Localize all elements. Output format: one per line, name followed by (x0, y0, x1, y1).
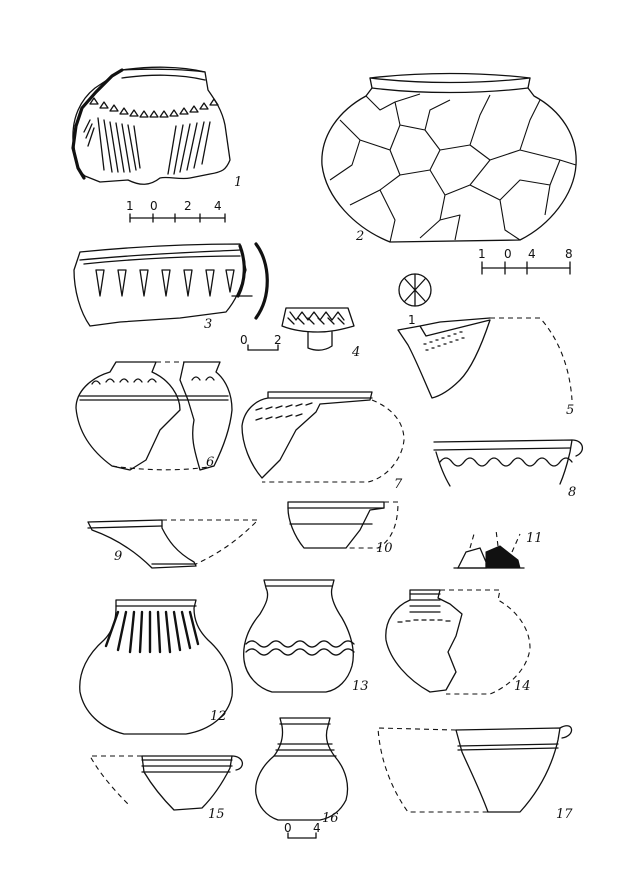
figure-label-7: 7 (394, 477, 403, 492)
vessel-1-fragment: 1 (71, 66, 242, 190)
scale-bar-2: 1 0 4 8 (478, 247, 573, 275)
scale-bar-4: 0 4 (284, 821, 321, 839)
scale-tick-label: 2 (274, 333, 282, 347)
wavy-line-lower (245, 648, 355, 656)
figure-label-9: 9 (114, 549, 122, 564)
dot-band (255, 402, 313, 421)
herringbone-decoration (287, 311, 345, 325)
figure-label-6: 6 (206, 455, 214, 470)
figure-label-10: 10 (376, 541, 393, 556)
vessel-12-pot: 12 (79, 599, 233, 735)
vessel-11-stand: 11 (453, 529, 543, 569)
dot-row (397, 619, 451, 623)
vessel-9-bowl: 9 (87, 519, 260, 569)
vessel-8-fragment: 8 (433, 439, 583, 500)
figure-label-15: 15 (208, 807, 225, 822)
wavy-line-upper (245, 640, 355, 648)
scale-tick-label: 0 (284, 821, 292, 835)
scale-tick-label: 2 (184, 199, 192, 213)
figure-label-17: 17 (556, 807, 573, 822)
scale-tick-label: 0 (150, 199, 158, 213)
scale-tick-label: 0 (504, 247, 512, 261)
scale-tick-label: 8 (565, 247, 573, 261)
detail-label: 1 (408, 313, 416, 327)
arc-impressions (91, 376, 215, 385)
vessel-2-pot: 2 (321, 72, 577, 244)
scale-tick-label: 1 (478, 247, 486, 261)
figure-label-4: 4 (351, 345, 360, 360)
scale-tick-label: 4 (313, 821, 321, 835)
vessel-15-fragment: 15 (89, 755, 243, 822)
scale-bar-1: 1 0 2 4 (126, 199, 226, 223)
vessel-14-pot: 14 (385, 589, 531, 695)
sherd-crack-lines (329, 93, 577, 243)
vessel-10-bowl: 10 (287, 501, 399, 556)
vessel-6-pot: 6 (75, 361, 233, 471)
triangle-decoration (89, 97, 219, 118)
figure-label-8: 8 (568, 485, 576, 500)
drop-shaped-impressions (95, 269, 235, 297)
figure-label-11: 11 (526, 531, 543, 546)
vessel-5-fragment: 1 5 (397, 273, 574, 418)
vessel-3-fragment: 3 (73, 242, 269, 332)
vessel-4-lid: 4 (281, 307, 360, 360)
vessel-17-fragment: 17 (377, 725, 573, 822)
figure-label-1: 1 (234, 175, 242, 190)
figure-label-16: 16 (322, 811, 339, 826)
vessel-13-jar: 13 (243, 579, 369, 694)
incised-line-group-right (167, 121, 211, 175)
scale-tick-label: 0 (240, 333, 248, 347)
scale-tick-label: 4 (214, 199, 222, 213)
incised-line-group-left (83, 117, 141, 173)
scale-bar-3: 0 2 (240, 333, 282, 351)
radial-groove-decoration (104, 610, 200, 654)
figure-label-13: 13 (352, 679, 369, 694)
wavy-line-decoration (439, 457, 573, 467)
scale-tick-label: 1 (126, 199, 134, 213)
figure-label-14: 14 (514, 679, 531, 694)
figure-label-5: 5 (566, 403, 574, 418)
figure-label-2: 2 (355, 229, 364, 244)
vessel-16-jar: 16 (255, 717, 349, 826)
figure-label-12: 12 (210, 709, 227, 724)
figure-label-3: 3 (204, 317, 212, 332)
scale-tick-label: 4 (528, 247, 536, 261)
stippled-band (423, 331, 465, 351)
vessel-7-pot: 7 (241, 391, 405, 492)
